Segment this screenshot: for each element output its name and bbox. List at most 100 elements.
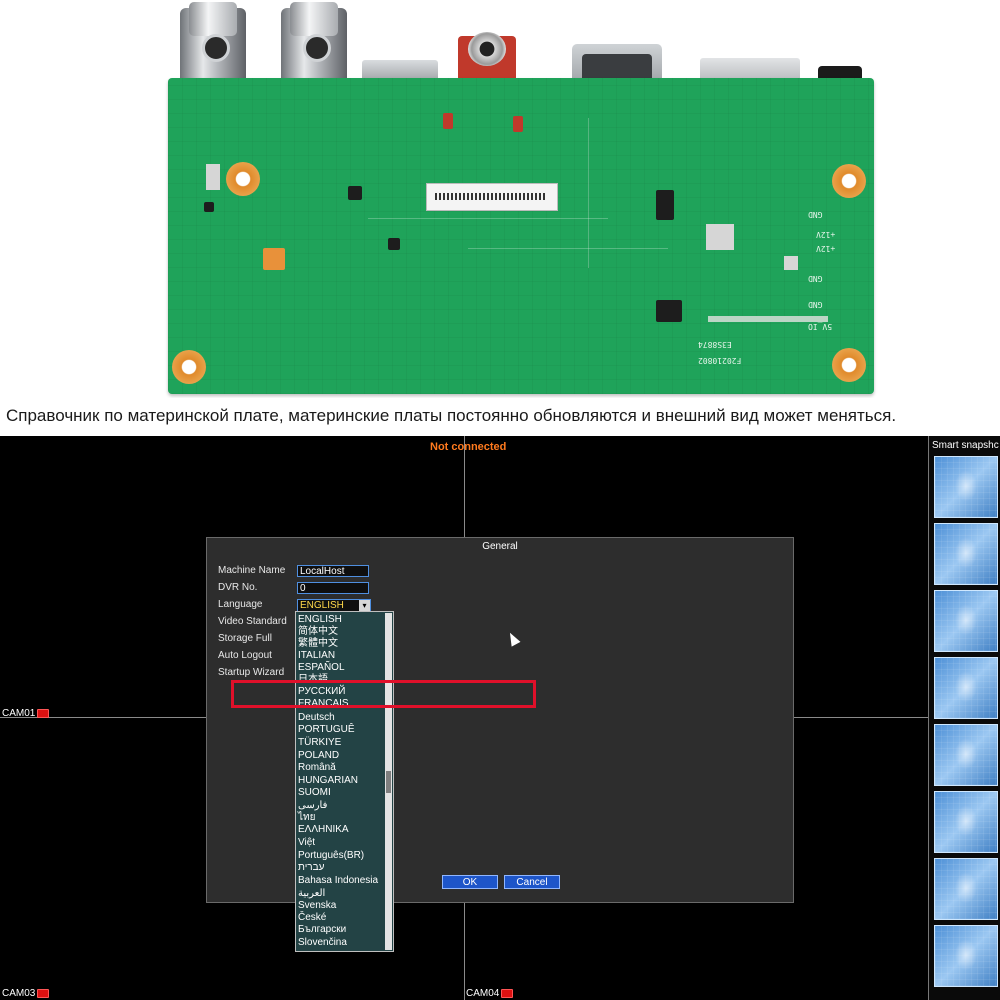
language-option[interactable]: Română [298, 762, 336, 773]
language-option[interactable]: FRANÇAIS [298, 698, 349, 709]
language-option[interactable]: 繁體中文 [298, 638, 338, 649]
trace [588, 118, 589, 268]
language-option[interactable]: ESPAÑOL [298, 662, 345, 673]
connector-strip [708, 316, 828, 322]
component [784, 256, 798, 270]
ok-button[interactable]: OK [442, 875, 498, 889]
auto-logout-label: Auto Logout [218, 650, 272, 661]
language-option[interactable]: עברית [298, 862, 325, 873]
mount-hole [172, 350, 206, 384]
trace [468, 248, 668, 249]
language-option[interactable]: ENGLISH [298, 614, 342, 625]
face-snapshot[interactable] [934, 590, 998, 652]
silkscreen-text: E3S8874 [698, 340, 732, 349]
language-option[interactable]: 简体中文 [298, 626, 338, 637]
silkscreen-text: +12V [816, 230, 836, 239]
language-option[interactable]: HUNGARIAN [298, 775, 359, 786]
component [206, 164, 220, 190]
video-standard-label: Video Standard [218, 616, 287, 627]
language-option[interactable]: Slovenčina [298, 937, 347, 948]
language-option[interactable]: České [298, 912, 327, 923]
chip [204, 202, 214, 212]
chip [656, 190, 674, 220]
dialog-title: General [482, 541, 518, 552]
camera-label-text: CAM03 [2, 988, 36, 999]
highlight-box-russian [231, 680, 536, 708]
record-icon [37, 989, 50, 998]
face-snapshot[interactable] [934, 657, 998, 719]
record-icon [37, 709, 50, 718]
dvr-screen: Not connected CAM01 CAM03 CAM04 Smart sn… [0, 436, 1000, 1000]
language-option[interactable]: ไทย [298, 812, 316, 823]
photo-caption: Справочник по материнской плате, материн… [6, 406, 897, 425]
mount-hole [832, 348, 866, 382]
bnc-connector-1 [180, 2, 246, 88]
chip [656, 300, 682, 322]
language-option[interactable]: Bahasa Indonesia [298, 875, 379, 886]
record-icon [501, 989, 514, 998]
language-option[interactable]: Български [298, 924, 347, 935]
rca-audio-jack [458, 32, 516, 82]
language-option[interactable]: Svenska [298, 900, 337, 911]
language-option[interactable]: ΕΛΛΗΝΙΚΑ [298, 824, 349, 835]
trace [368, 218, 608, 219]
bnc-connector-2 [281, 2, 347, 88]
silkscreen-text: GND [808, 274, 823, 283]
mount-hole [832, 164, 866, 198]
snapshot-panel-title: Smart snapshc [932, 440, 999, 451]
face-snapshot[interactable] [934, 523, 998, 585]
smart-snapshot-panel: Smart snapshc [928, 436, 1000, 1000]
language-dropdown-list[interactable]: ENGLISH 简体中文 繁體中文 ITALIAN ESPAÑOL 日本語 РУ… [295, 611, 394, 952]
language-option[interactable]: POLAND [298, 750, 340, 761]
camera-label-text: CAM01 [2, 708, 36, 719]
face-snapshot[interactable] [934, 791, 998, 853]
face-snapshot[interactable] [934, 724, 998, 786]
language-option[interactable]: Deutsch [298, 712, 335, 723]
camera-label-text: CAM04 [466, 988, 500, 999]
camera-label-cam04: CAM04 [466, 988, 514, 999]
language-option[interactable]: Português(BR) [298, 850, 365, 861]
silkscreen-text: GND [808, 210, 823, 219]
silkscreen-text: F20210802 [698, 356, 742, 365]
language-option-russian[interactable]: РУССКИЙ [298, 686, 346, 697]
startup-wizard-label: Startup Wizard [218, 667, 285, 678]
language-selected-value: ENGLISH [300, 600, 344, 611]
mount-hole [226, 162, 260, 196]
language-option[interactable]: Việt [298, 837, 316, 848]
chip [443, 113, 453, 129]
copper-pad [263, 248, 285, 270]
face-snapshot[interactable] [934, 456, 998, 518]
dvr-no-input[interactable] [297, 582, 369, 594]
language-label: Language [218, 599, 263, 610]
storage-full-label: Storage Full [218, 633, 272, 644]
face-snapshot[interactable] [934, 925, 998, 987]
chip [388, 238, 400, 250]
pcb-board: E3S8874 F20210802 GND +12V +12V GND GND … [168, 78, 874, 394]
motherboard-photo: E3S8874 F20210802 GND +12V +12V GND GND … [0, 0, 1000, 398]
cancel-button[interactable]: Cancel [504, 875, 560, 889]
machine-name-label: Machine Name [218, 565, 286, 576]
connection-status: Not connected [430, 441, 507, 453]
chip [348, 186, 362, 200]
silkscreen-text: GND [808, 300, 823, 309]
language-option[interactable]: PORTUGUÊ [298, 724, 355, 735]
language-option[interactable]: فارسی [298, 800, 328, 811]
language-option[interactable]: SUOMI [298, 787, 331, 798]
face-snapshot[interactable] [934, 858, 998, 920]
language-option[interactable]: العربية [298, 888, 326, 899]
language-option[interactable]: 日本語 [298, 674, 328, 685]
camera-label-cam01: CAM01 [2, 708, 50, 719]
language-option[interactable]: TÜRKIYE [298, 737, 342, 748]
machine-name-input[interactable] [297, 565, 369, 577]
dvr-no-label: DVR No. [218, 582, 258, 593]
silkscreen-text: +12V [816, 244, 836, 253]
chevron-down-icon[interactable]: ▾ [359, 600, 370, 611]
language-option[interactable]: ITALIAN [298, 650, 336, 661]
camera-label-cam03: CAM03 [2, 988, 50, 999]
serial-sticker [426, 183, 558, 211]
dropdown-scrollbar[interactable] [385, 613, 392, 950]
chip [513, 116, 523, 132]
scrollbar-thumb[interactable] [386, 771, 391, 793]
component [706, 224, 734, 250]
silkscreen-text: 5V_IO [808, 322, 833, 331]
